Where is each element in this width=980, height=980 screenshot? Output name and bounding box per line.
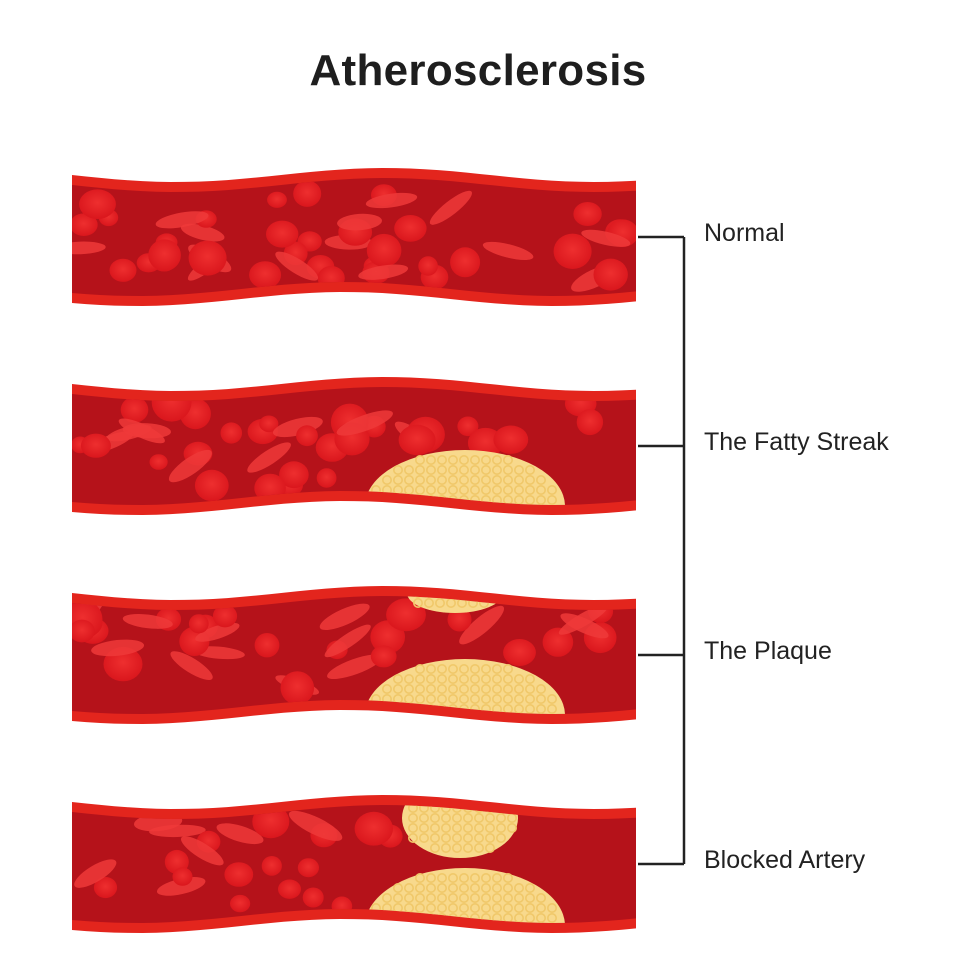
red-blood-cell (296, 425, 318, 447)
red-blood-cell (366, 233, 402, 267)
red-blood-cell (370, 645, 397, 668)
blood-cells (74, 805, 403, 916)
red-blood-cell (319, 603, 370, 631)
blood-cells (72, 180, 636, 292)
red-blood-cell (249, 261, 282, 289)
red-blood-cell (457, 416, 479, 437)
red-blood-cell (170, 651, 213, 680)
red-blood-cell (327, 654, 383, 680)
red-blood-cell (230, 894, 251, 913)
red-blood-cell (365, 192, 418, 209)
stage-label-fatty-streak: The Fatty Streak (704, 428, 889, 456)
red-blood-cell (576, 409, 604, 436)
diagram-title: Atherosclerosis (309, 46, 647, 95)
red-blood-cell (280, 671, 315, 705)
red-blood-cell (72, 619, 95, 643)
red-blood-cell (272, 416, 323, 438)
red-blood-cell (220, 422, 243, 444)
red-blood-cell (156, 877, 206, 896)
stage-bracket (638, 235, 686, 866)
red-blood-cell (254, 633, 280, 658)
vessels-group (72, 168, 636, 933)
red-blood-cell (275, 251, 319, 281)
red-blood-cell (450, 247, 481, 278)
red-blood-cell (148, 239, 181, 271)
red-blood-cell (398, 424, 436, 456)
red-blood-cell (542, 627, 574, 657)
red-blood-cell (394, 215, 427, 242)
red-blood-cell (336, 410, 393, 436)
red-blood-cell (224, 862, 254, 887)
red-blood-cell (212, 604, 238, 628)
red-blood-cell (266, 220, 299, 248)
red-blood-cell (503, 639, 536, 666)
plaque-deposit-bottom (365, 659, 565, 714)
red-blood-cell (316, 468, 337, 488)
red-blood-cell (180, 836, 224, 866)
red-blood-cell (120, 396, 149, 423)
stage-label-normal: Normal (704, 219, 785, 247)
red-blood-cell (278, 879, 301, 899)
red-blood-cell (324, 624, 371, 658)
red-blood-cell (151, 387, 192, 422)
red-blood-cell (149, 454, 168, 470)
red-blood-cell (573, 202, 602, 226)
red-blood-cell (72, 241, 106, 255)
red-blood-cell (560, 613, 609, 639)
red-blood-cell (267, 191, 287, 208)
red-blood-cell (122, 613, 173, 629)
red-blood-cell (429, 190, 472, 225)
red-blood-cell (293, 180, 322, 207)
red-blood-cell (195, 622, 240, 642)
stage-label-blocked-artery: Blocked Artery (704, 846, 866, 874)
red-blood-cell (418, 256, 438, 276)
red-blood-cell (172, 867, 193, 886)
red-blood-cell (79, 189, 116, 219)
red-blood-cell (288, 810, 343, 841)
red-blood-cell (581, 229, 631, 247)
red-blood-cell (155, 211, 209, 229)
red-blood-cell (337, 213, 382, 231)
red-blood-cell (80, 433, 111, 458)
red-blood-cell (194, 469, 229, 502)
red-blood-cell (118, 418, 165, 444)
red-blood-cell (593, 258, 628, 291)
red-blood-cell (188, 614, 209, 634)
red-blood-cell (447, 607, 472, 632)
red-blood-cell (358, 264, 409, 280)
vessel-streak-stage (72, 377, 636, 515)
red-blood-cell (482, 241, 534, 260)
red-blood-cell (302, 887, 324, 908)
vessel-blocked-stage (72, 795, 636, 933)
red-blood-cell (279, 461, 309, 489)
red-blood-cell (259, 415, 279, 433)
vessel-plaque-stage (72, 586, 636, 724)
red-blood-cell (261, 856, 282, 876)
red-blood-cell (553, 233, 592, 269)
red-blood-cell (247, 442, 291, 473)
red-blood-cell (74, 859, 117, 888)
red-blood-cell (109, 258, 137, 282)
red-blood-cell (93, 876, 118, 899)
red-blood-cell (297, 858, 319, 878)
red-blood-cell (72, 213, 98, 236)
red-blood-cell (493, 425, 529, 454)
red-blood-cell (459, 605, 505, 645)
vessel-none-stage (72, 168, 636, 306)
blockage-deposit-top (402, 805, 518, 858)
red-blood-cell (216, 823, 264, 845)
red-blood-cell (91, 639, 145, 657)
red-blood-cell (188, 240, 227, 276)
blood-cells (72, 387, 604, 503)
red-blood-cell (354, 811, 393, 846)
red-blood-cell (168, 449, 212, 483)
stage-label-plaque: The Plaque (704, 637, 832, 665)
red-blood-cell (180, 223, 225, 242)
